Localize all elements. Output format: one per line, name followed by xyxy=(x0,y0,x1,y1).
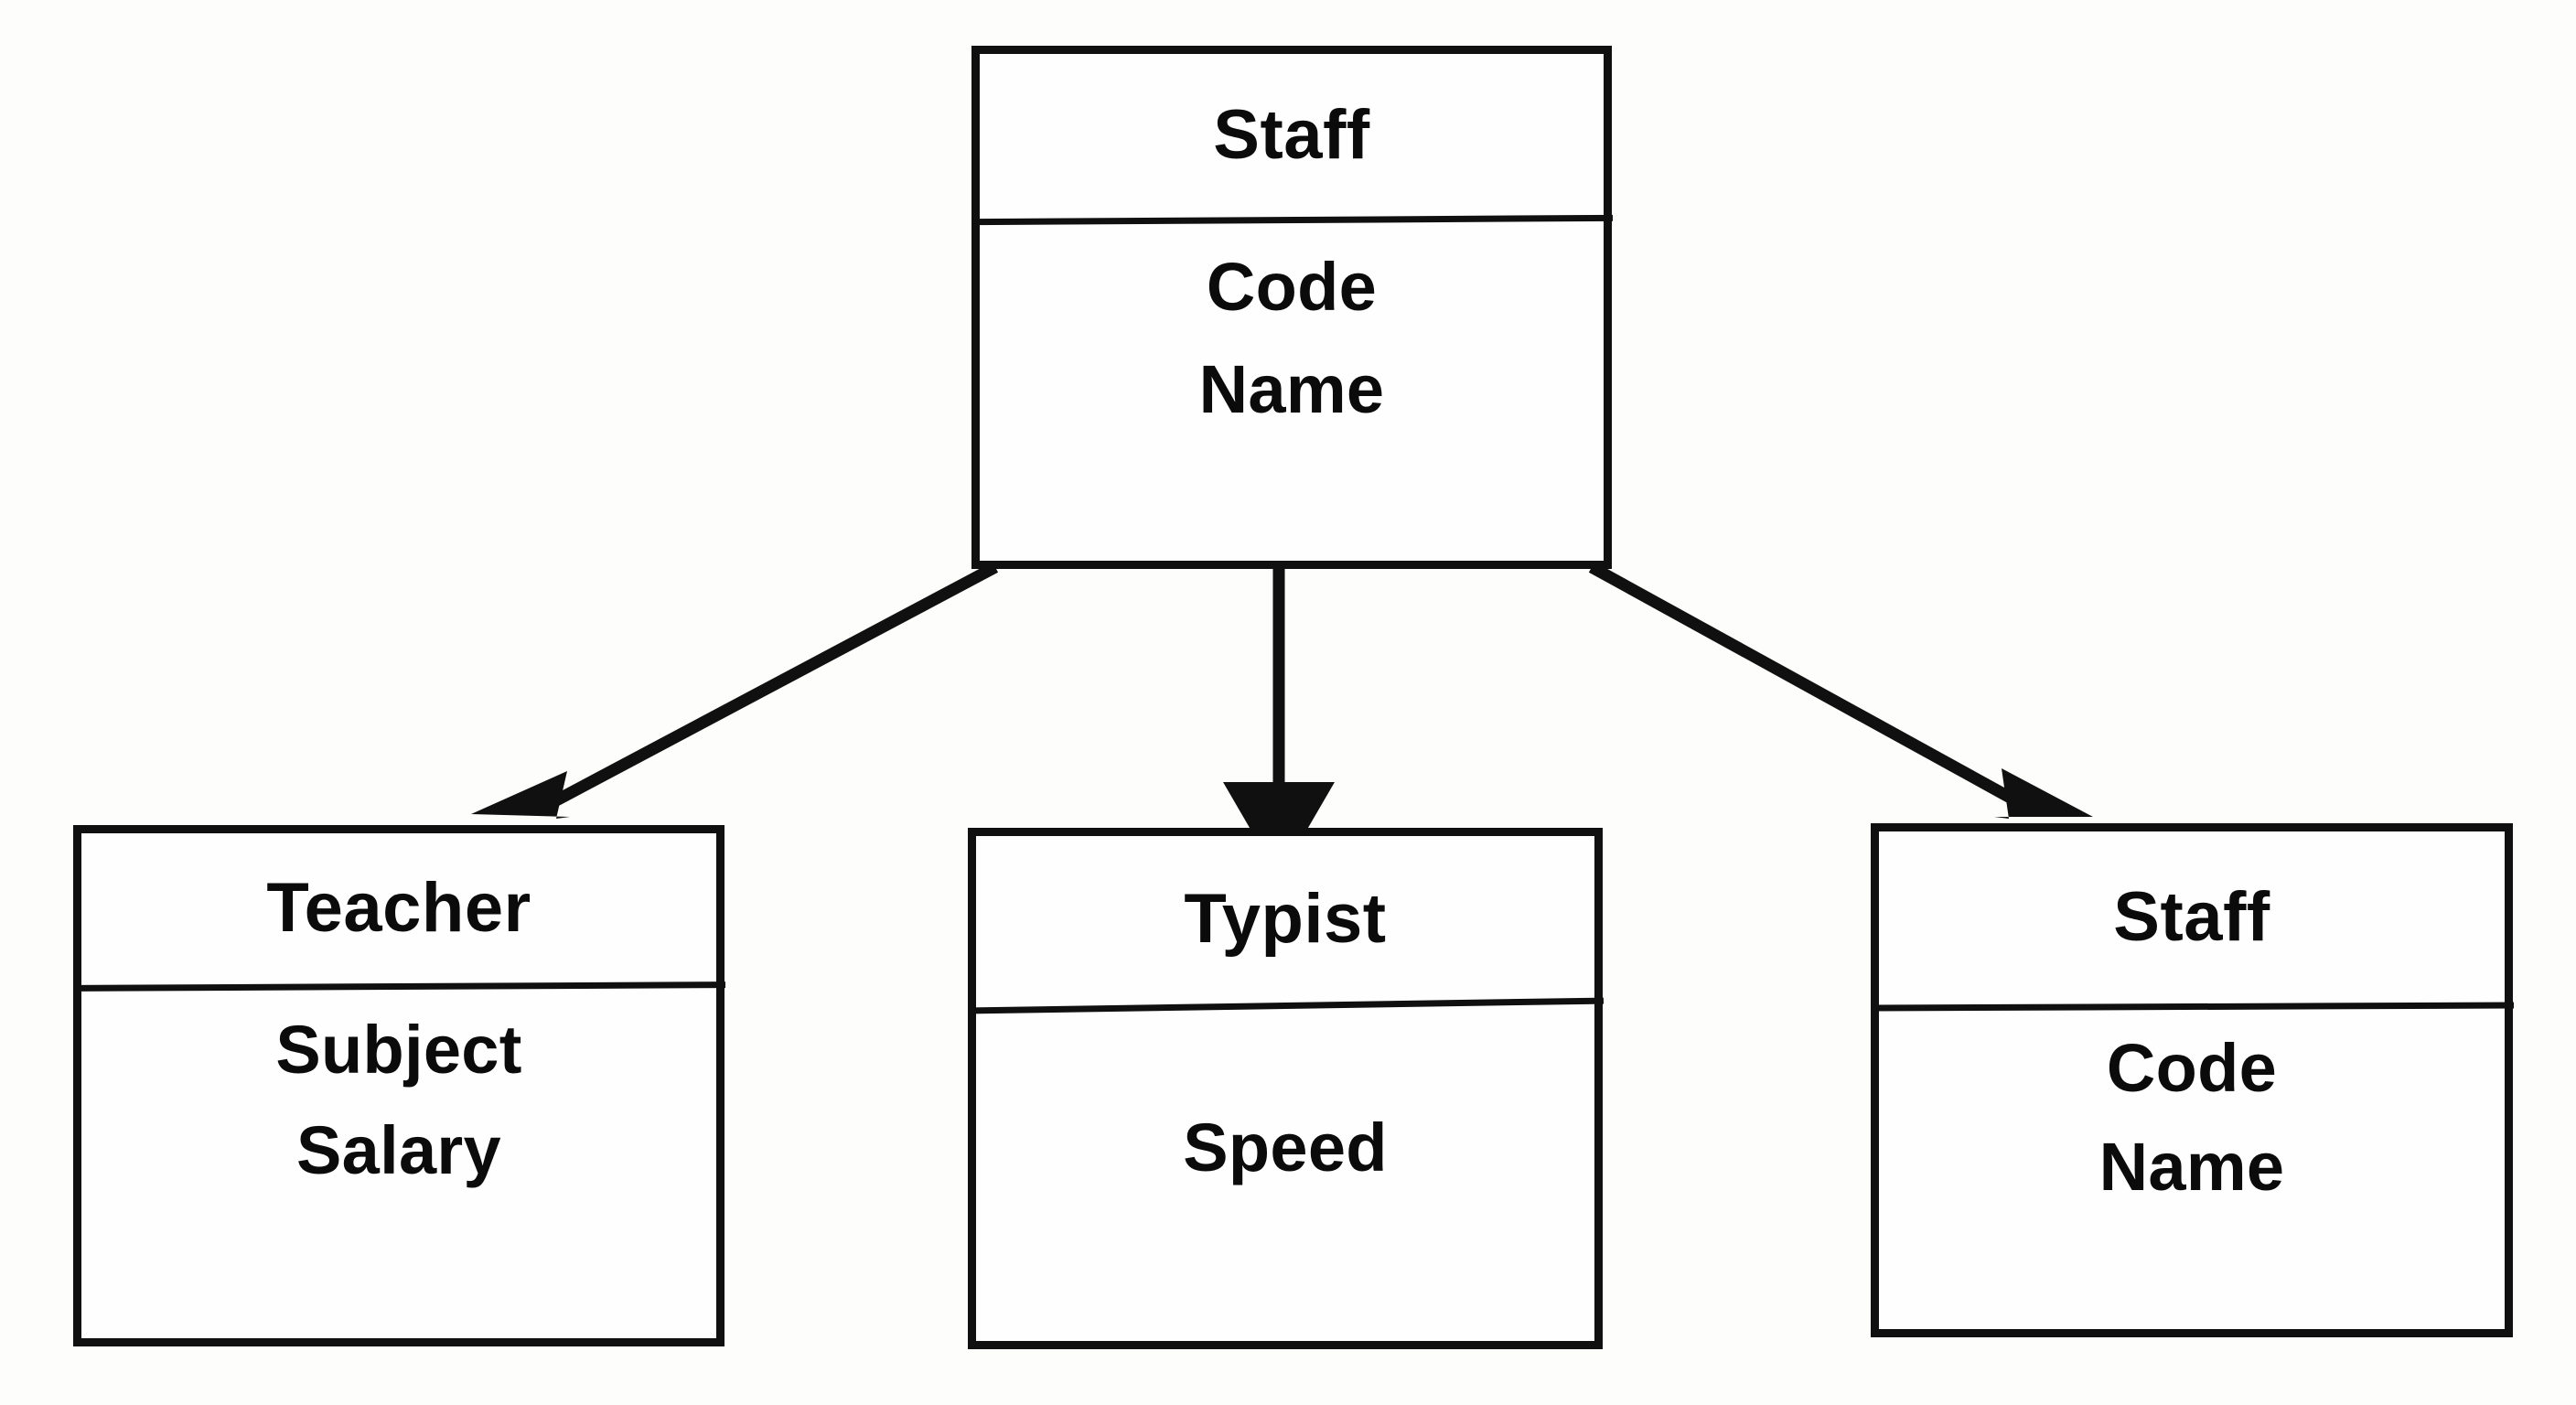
class-box-staff-superclass[interactable]: Staff Code Name xyxy=(971,46,1614,569)
class-attribute-compartment: Subject Salary xyxy=(81,983,716,1371)
class-name-label: Teacher xyxy=(266,869,531,947)
class-name-compartment: Typist xyxy=(976,836,1594,1003)
class-name-label: Staff xyxy=(2113,878,2270,956)
class-attribute: Name xyxy=(2098,1129,2285,1205)
class-name-label: Typist xyxy=(1184,880,1387,958)
class-attribute: Code xyxy=(1206,249,1378,325)
edge-staff-teacher xyxy=(471,562,999,819)
class-attribute: Code xyxy=(2106,1030,2278,1106)
class-box-staff-subclass[interactable]: Staff Code Name xyxy=(1871,823,2515,1337)
class-attribute-compartment: Code Name xyxy=(980,217,1604,597)
class-box-teacher[interactable]: Teacher Subject Salary xyxy=(73,825,726,1346)
class-name-compartment: Teacher xyxy=(81,833,716,983)
class-attribute-compartment: Speed xyxy=(976,1003,1594,1405)
class-attribute-compartment: Code Name xyxy=(1879,1003,2505,1366)
class-name-label: Staff xyxy=(1213,96,1370,174)
edge-staff-staff xyxy=(1588,562,2093,819)
class-attribute: Subject xyxy=(275,1012,522,1088)
class-name-compartment: Staff xyxy=(1879,831,2505,1003)
class-attribute: Name xyxy=(1198,351,1385,427)
class-name-compartment: Staff xyxy=(980,54,1604,217)
class-box-typist[interactable]: Typist Speed xyxy=(968,828,1605,1349)
class-attribute: Salary xyxy=(296,1112,501,1188)
class-attribute: Speed xyxy=(1183,1110,1388,1185)
